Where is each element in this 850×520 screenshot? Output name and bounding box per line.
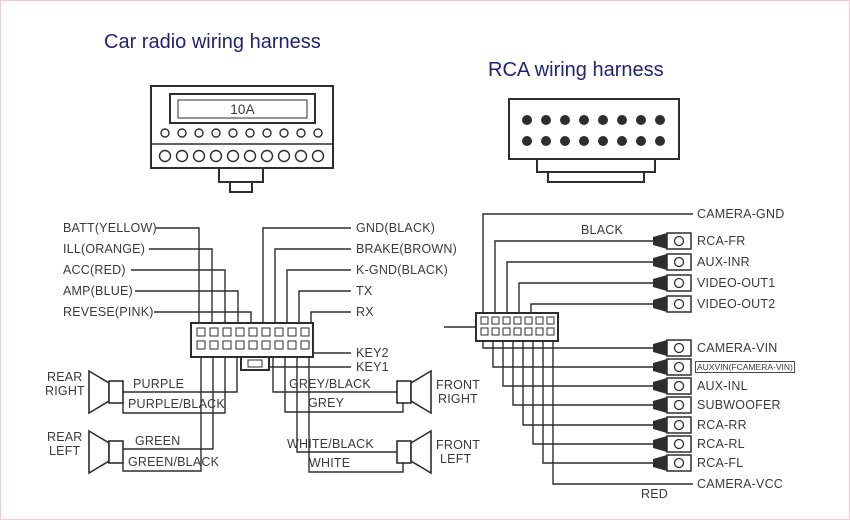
wire-label-tx: TX [356,284,373,298]
wire-label-grey-black: GREY/BLACK [289,377,371,391]
wire-label-gnd: GND(BLACK) [356,221,436,235]
wire-label-white-black: WHITE/BLACK [287,437,374,451]
rca-jack-icon [652,396,692,414]
main-plug-pins [196,327,310,350]
rca-label-camera-vcc: CAMERA-VCC [697,477,784,491]
speaker-name-rear-left-line1: REAR [47,430,83,444]
wire-label-key2: KEY2 [356,346,389,360]
rca-label-video-out2: VIDEO-OUT2 [697,297,776,311]
radio-harness-title: Car radio wiring harness [104,31,321,53]
speaker-name-rear-right-line2: RIGHT [45,384,85,398]
rca-jack-icon [652,274,692,292]
speaker-name-rear-left-line2: LEFT [49,444,81,458]
rca-label-rca-fl: RCA-FL [697,456,744,470]
rca-jack-icon [652,454,692,472]
rca-jack-icon [652,339,692,357]
main-unit-plug [190,322,314,371]
radio-connector-pins [158,128,325,163]
rca-label-camera-vin: CAMERA-VIN [697,341,778,355]
rca-wire-lines [482,213,693,485]
rca-plug-block [444,312,559,342]
wire-label-acc: ACC(RED) [63,263,126,277]
rca-label-rca-fr: RCA-FR [697,234,746,248]
wire-label-reverse: REVESE(PINK) [63,305,154,319]
rca-jack-icon [652,416,692,434]
speaker-icon-front-right [396,370,432,414]
wire-label-rx: RX [356,305,374,319]
wire-label-red: RED [641,487,668,501]
rca-label-aux-inl: AUX-INL [697,379,748,393]
wire-label-white: WHITE [309,456,351,470]
wire-label-purple-black: PURPLE/BLACK [128,397,225,411]
rca-label-auxvin: AUXVIN(FCAMERA-VIN) [695,361,795,373]
speaker-name-front-left-line1: FRONT [436,438,481,452]
rca-jack-icon [652,358,692,376]
wire-label-batt: BATT(YELLOW) [63,221,157,235]
rca-label-subwoofer: SUBWOOFER [697,398,781,412]
wire-label-black: BLACK [581,223,623,237]
speaker-name-rear-right-line1: REAR [47,370,83,384]
rca-label-video-out1: VIDEO-OUT1 [697,276,776,290]
rca-jack-icon [652,435,692,453]
rca-label-camera-gnd: CAMERA-GND [697,207,785,221]
rca-label-rca-rr: RCA-RR [697,418,747,432]
fuse-rating-label: 10A [230,102,255,117]
rca-label-rca-rl: RCA-RL [697,437,745,451]
wire-label-purple: PURPLE [133,377,185,391]
rca-jack-icon [652,295,692,313]
wire-label-grey: GREY [308,396,345,410]
rca-connector-pins [522,115,665,146]
wire-label-kgnd: K-GND(BLACK) [356,263,448,277]
rca-label-aux-inr: AUX-INR [697,255,750,269]
speaker-icon-rear-left [88,430,124,474]
speaker-name-front-left-line2: LEFT [440,452,472,466]
radio-harness-connector [150,85,334,193]
speaker-icon-rear-right [88,370,124,414]
wire-label-green: GREEN [135,434,181,448]
wire-label-brake: BRAKE(BROWN) [356,242,458,256]
rca-jack-icon [652,377,692,395]
rca-harness-title: RCA wiring harness [488,59,664,81]
speaker-name-front-right-line1: FRONT [436,378,481,392]
speaker-name-front-right-line2: RIGHT [438,392,478,406]
speaker-wire-lines [122,357,404,473]
wire-label-amp: AMP(BLUE) [63,284,133,298]
wire-label-ill: ILL(ORANGE) [63,242,146,256]
rca-jack-icon [652,253,692,271]
signal-wire-lines [262,227,351,368]
wire-label-green-black: GREEN/BLACK [128,455,220,469]
rca-harness-connector [508,98,680,183]
speaker-icon-front-left [396,430,432,474]
wire-label-key1: KEY1 [356,360,389,374]
rca-jack-icon [652,232,692,250]
rca-plug-pins [480,316,555,336]
power-wire-lines [131,227,252,323]
